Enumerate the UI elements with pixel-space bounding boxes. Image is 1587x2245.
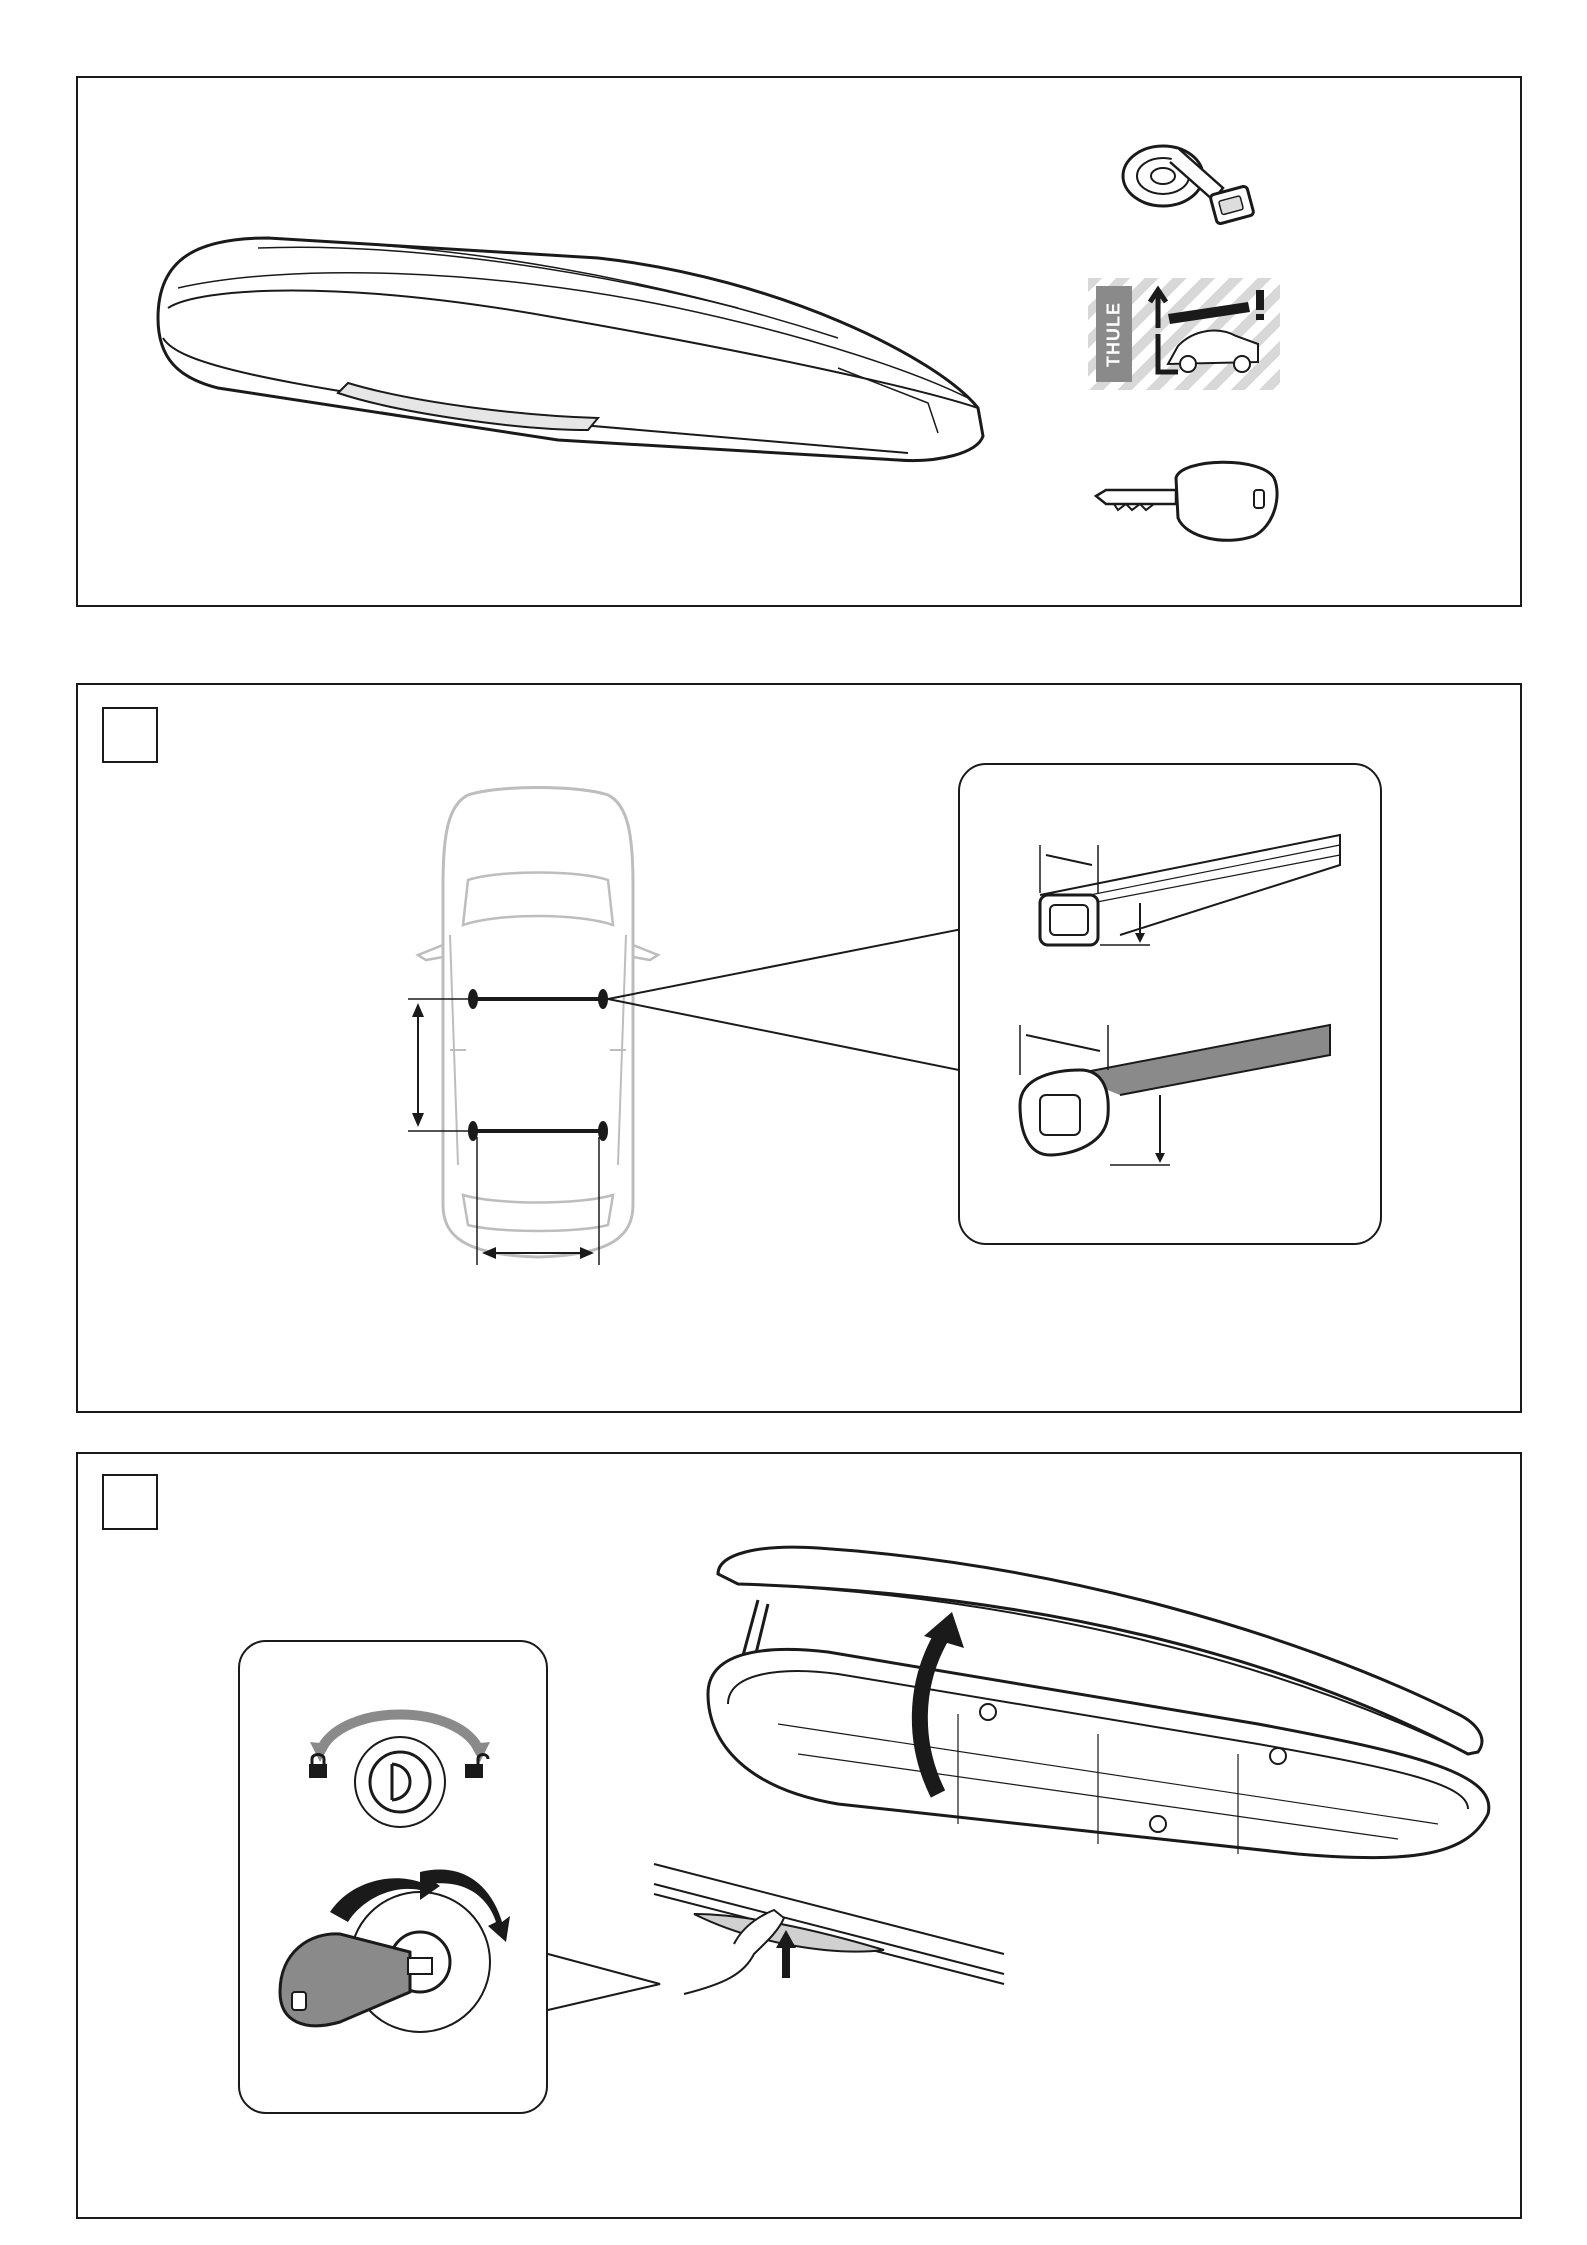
lock-icon (306, 1752, 330, 1780)
warning-sticker-car-drawing (1138, 284, 1274, 384)
strap-icon (1118, 118, 1268, 248)
open-roof-box-illustration (698, 1524, 1498, 1964)
aero-bar-profile (1000, 1015, 1360, 1215)
open-box-panel (76, 1452, 1522, 2219)
callout-pointer (548, 1944, 668, 2014)
step-number-box (102, 1474, 158, 1530)
key-in-lock-illustration (270, 1842, 530, 2092)
bar-profile-detail (958, 763, 1382, 1245)
bar-spacing-panel (76, 683, 1522, 1413)
step-number-box (102, 707, 158, 763)
warning-sticker-brand-band: THULE (1096, 286, 1132, 382)
roof-box-illustration (138, 168, 1018, 468)
lock-detail-inset (238, 1640, 548, 2114)
square-bar-profile (1000, 825, 1360, 985)
unlock-icon (464, 1752, 488, 1780)
warning-sticker-icon: THULE (1088, 278, 1280, 390)
contents-panel: THULE (76, 76, 1522, 607)
key-icon (1086, 448, 1286, 548)
warning-sticker-brand-text: THULE (1104, 287, 1125, 383)
crossbar-spacing-diagram (378, 785, 798, 1265)
